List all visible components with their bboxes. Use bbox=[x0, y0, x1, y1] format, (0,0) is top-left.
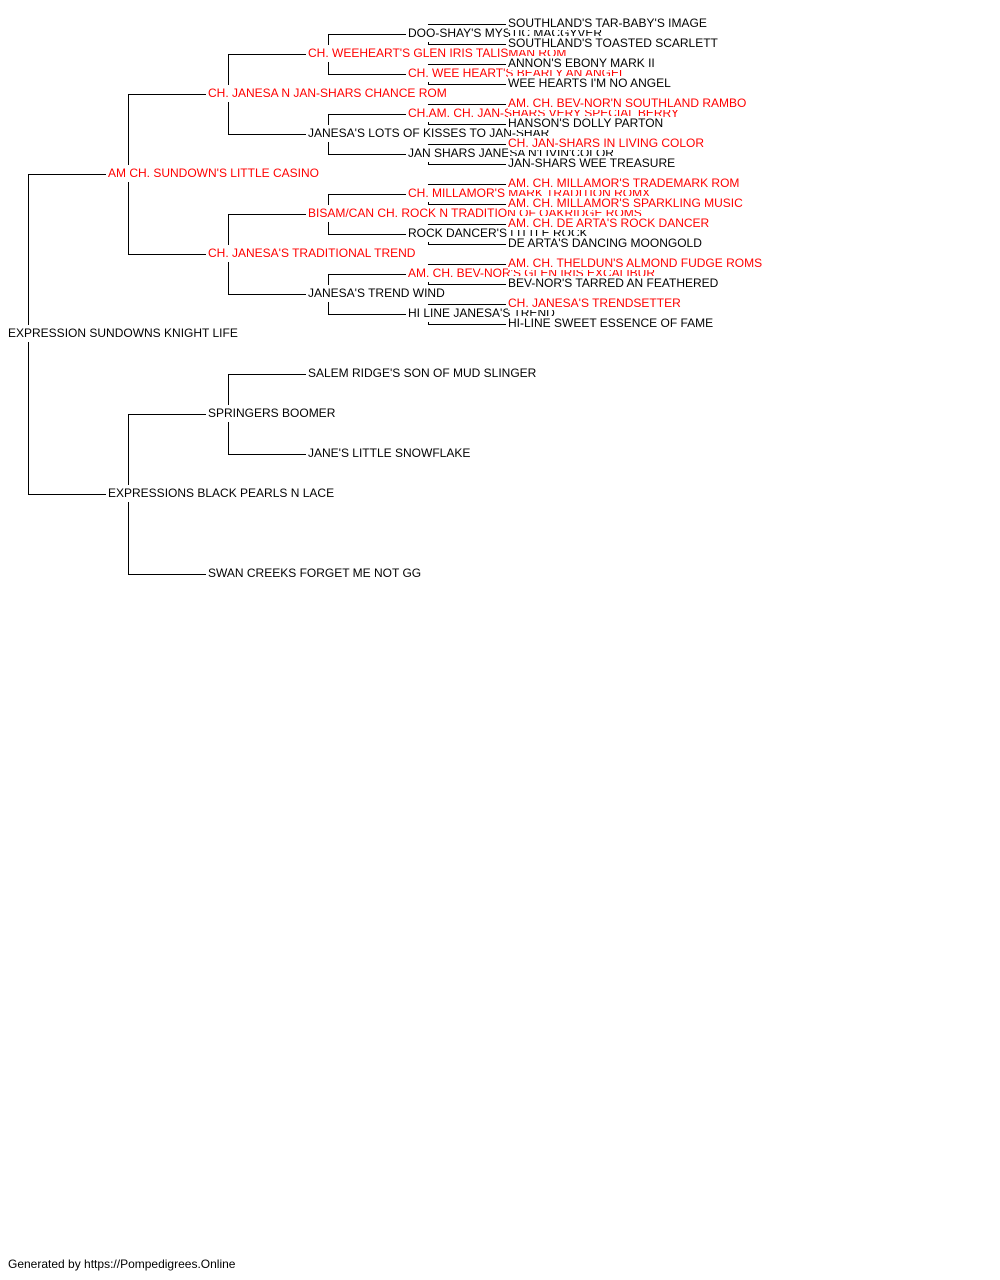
pedigree-node: HI-LINE SWEET ESSENCE OF FAME bbox=[508, 316, 714, 330]
pedigree-node: SPRINGERS BOOMER bbox=[208, 406, 336, 420]
pedigree-node: AM. CH. BEV-NOR'N SOUTHLAND RAMBO bbox=[508, 96, 747, 110]
pedigree-node: CH. JAN-SHARS IN LIVING COLOR bbox=[508, 136, 705, 150]
pedigree-node: CH. JANESA'S TRADITIONAL TREND bbox=[208, 246, 416, 260]
pedigree-node: SALEM RIDGE'S SON OF MUD SLINGER bbox=[308, 366, 537, 380]
pedigree-node: AM. CH. THELDUN'S ALMOND FUDGE ROMS bbox=[508, 256, 763, 270]
pedigree-node: BEV-NOR'S TARRED AN FEATHERED bbox=[508, 276, 719, 290]
pedigree-node: AM CH. SUNDOWN'S LITTLE CASINO bbox=[108, 166, 319, 180]
pedigree-node: JAN-SHARS WEE TREASURE bbox=[508, 156, 676, 170]
pedigree-node: AM. CH. DE ARTA'S ROCK DANCER bbox=[508, 216, 710, 230]
pedigree-node: SOUTHLAND'S TAR-BABY'S IMAGE bbox=[508, 16, 707, 30]
pedigree-node: HANSON'S DOLLY PARTON bbox=[508, 116, 664, 130]
pedigree-node: ANNON'S EBONY MARK II bbox=[508, 56, 655, 70]
pedigree-node: EXPRESSION SUNDOWNS KNIGHT LIFE bbox=[8, 326, 238, 340]
pedigree-node: AM. CH. MILLAMOR'S SPARKLING MUSIC bbox=[508, 196, 743, 210]
pedigree-node: AM. CH. MILLAMOR'S TRADEMARK ROM bbox=[508, 176, 740, 190]
pedigree-node: JANESA'S TREND WIND bbox=[308, 286, 445, 300]
pedigree-node: JANESA'S LOTS OF KISSES TO JAN-SHAR bbox=[308, 126, 550, 140]
pedigree-node: CH. JANESA N JAN-SHARS CHANCE ROM bbox=[208, 86, 447, 100]
pedigree-node: SOUTHLAND'S TOASTED SCARLETT bbox=[508, 36, 718, 50]
pedigree-node: CH. JANESA'S TRENDSETTER bbox=[508, 296, 681, 310]
pedigree-node: WEE HEARTS I'M NO ANGEL bbox=[508, 76, 671, 90]
footer-credit: Generated by https://Pompedigrees.Online bbox=[8, 1257, 236, 1271]
pedigree-node: JANE'S LITTLE SNOWFLAKE bbox=[308, 446, 471, 460]
pedigree-node: DE ARTA'S DANCING MOONGOLD bbox=[508, 236, 702, 250]
pedigree-node: CH. WEEHEART'S GLEN IRIS TALISMAN ROM bbox=[308, 46, 567, 60]
pedigree-node: EXPRESSIONS BLACK PEARLS N LACE bbox=[108, 486, 335, 500]
pedigree-node: SWAN CREEKS FORGET ME NOT GG bbox=[208, 566, 422, 580]
